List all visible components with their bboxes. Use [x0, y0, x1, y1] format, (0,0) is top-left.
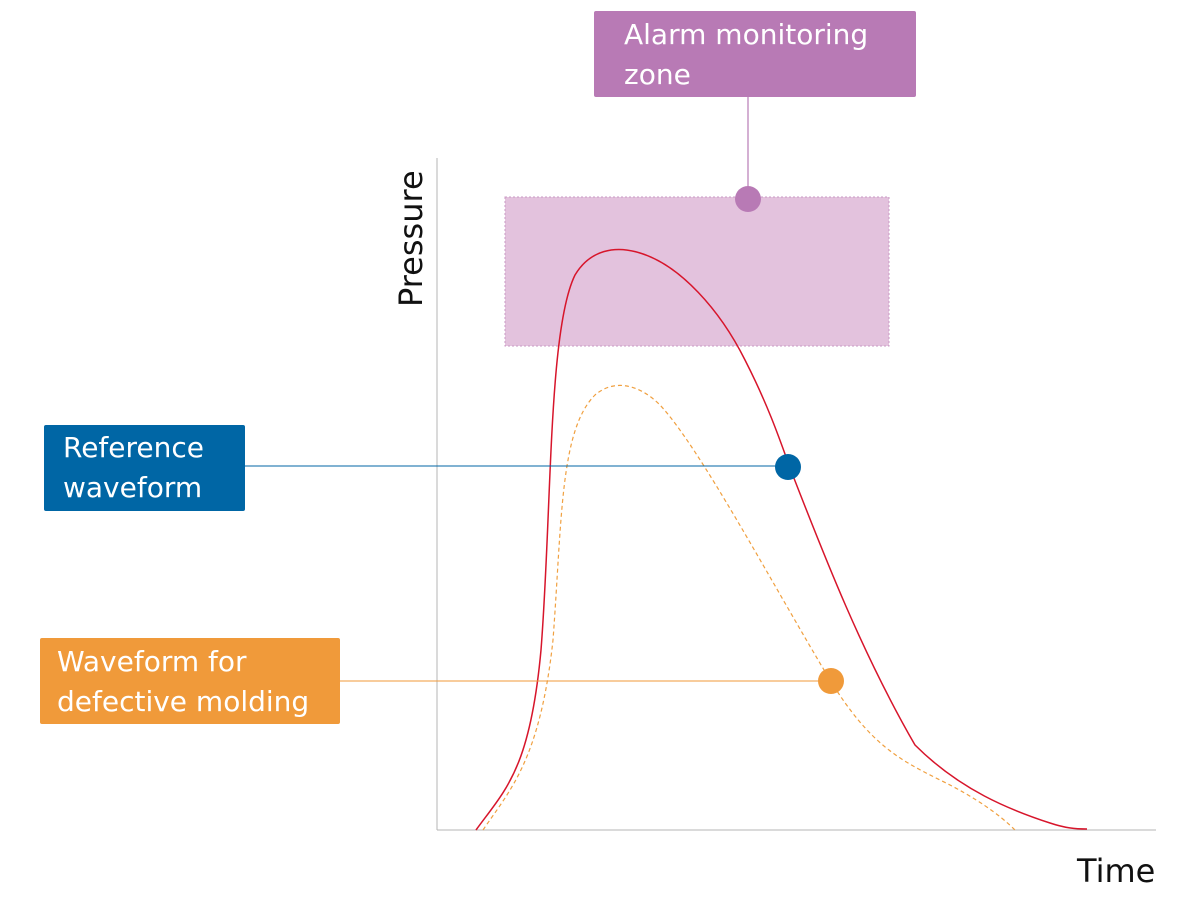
alarm-zone-label-line1: Alarm monitoring [624, 18, 869, 51]
alarm-zone-label-line2: zone [624, 58, 691, 91]
x-axis-label: Time [1077, 852, 1156, 890]
alarm-zone [504, 196, 890, 347]
reference-label-line2: waveform [63, 471, 203, 504]
defective-marker-dot [818, 668, 844, 694]
reference-waveform-curve [475, 248, 1088, 831]
defective-label-line1: Waveform for [57, 645, 247, 678]
defective-label-line2: defective molding [57, 685, 310, 718]
y-axis-label: Pressure [392, 170, 430, 307]
reference-waveform-callout: Reference waveform [44, 425, 245, 511]
reference-marker-dot [775, 454, 801, 480]
defective-waveform-callout: Waveform for defective molding [40, 638, 340, 724]
alarm-marker-dot [735, 186, 761, 212]
reference-label-line1: Reference [63, 431, 204, 464]
alarm-zone-callout: Alarm monitoring zone [594, 11, 916, 97]
